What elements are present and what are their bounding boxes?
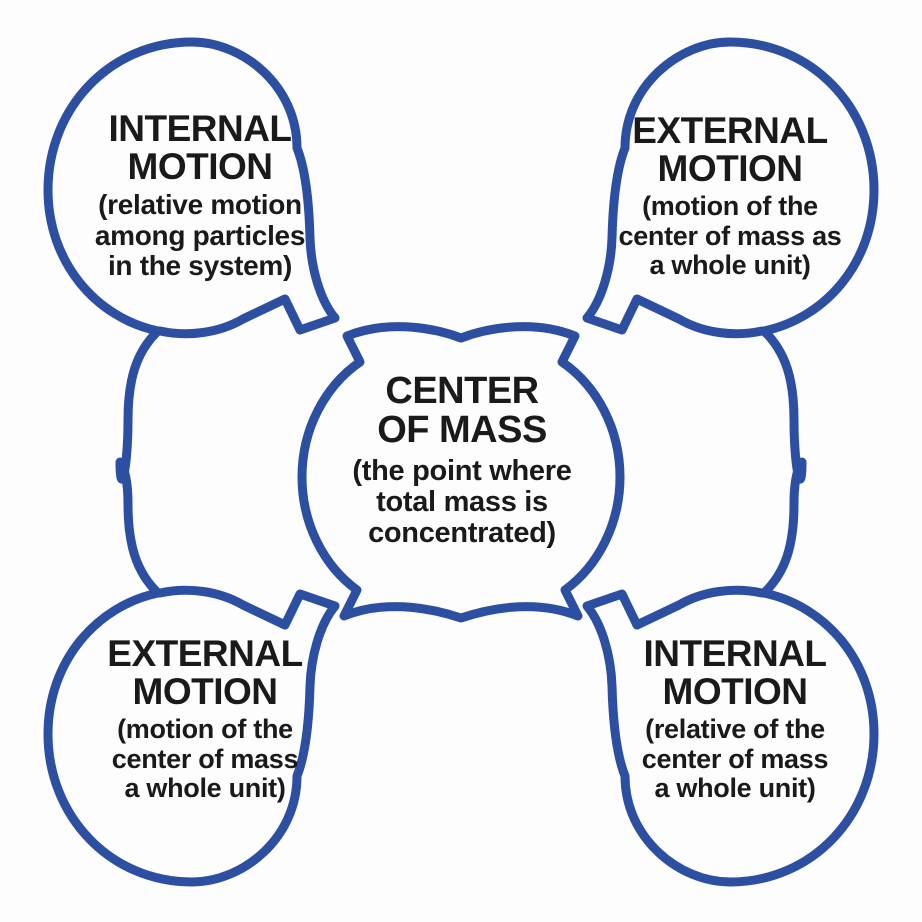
- bubble-title-top-right: EXTERNAL MOTION: [632, 110, 828, 189]
- bubble-label-top-right: EXTERNAL MOTION (motion of the center of…: [580, 112, 880, 280]
- bubble-subtitle-top-left: (relative motion among particles in the …: [94, 189, 306, 281]
- bubble-title-bottom-left: EXTERNAL MOTION: [107, 633, 303, 712]
- connector-left-vertical: [115, 326, 163, 598]
- bubble-title-center: CENTER OF MASS: [377, 370, 547, 451]
- bubble-outline-top-left: [43, 37, 340, 339]
- bubble-label-top-left: INTERNAL MOTION (relative motion among p…: [45, 110, 355, 281]
- bubble-subtitle-bottom-right: (relative of the center of mass a whole …: [641, 714, 829, 803]
- bubble-subtitle-center: (the point where total mass is concentra…: [352, 454, 572, 550]
- bubble-title-bottom-right: INTERNAL MOTION: [643, 633, 827, 712]
- bubble-outline-center: [297, 322, 625, 623]
- bubble-label-center: CENTER OF MASS (the point where total ma…: [312, 372, 612, 549]
- bubble-subtitle-top-right: (motion of the center of mass as a whole…: [618, 191, 842, 280]
- bubble-title-top-left: INTERNAL MOTION: [108, 108, 292, 187]
- bubble-outline-top-right: [582, 37, 879, 339]
- bubble-label-bottom-right: INTERNAL MOTION (relative of the center …: [585, 635, 885, 803]
- bubble-subtitle-bottom-left: (motion of the center of mass a whole un…: [111, 714, 299, 803]
- bubble-label-bottom-left: EXTERNAL MOTION (motion of the center of…: [55, 635, 355, 803]
- connector-right-vertical: [759, 326, 807, 598]
